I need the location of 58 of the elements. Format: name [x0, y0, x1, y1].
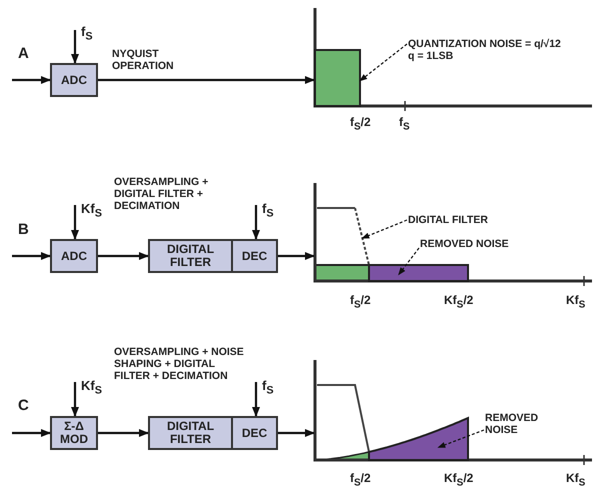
block-label: DEC [240, 250, 268, 262]
arrow [98, 429, 149, 437]
arrow [278, 252, 315, 260]
process-block [148, 416, 233, 450]
arrow [98, 76, 315, 84]
axis-tick-label: f$_{S}$ [399, 116, 410, 134]
panel-letter: A [18, 48, 29, 60]
arrow [252, 382, 260, 417]
axis-tick-label: Kf$_{S}$ [566, 472, 586, 490]
axis-tick-label: f$_{S}$/2 [350, 116, 371, 134]
callout-text: QUANTIZATION NOISE = q/√12 [408, 38, 562, 50]
edge-label: f$_{S}$ [262, 203, 275, 220]
leader-line [398, 248, 420, 276]
process-block [50, 416, 98, 450]
process-block [148, 239, 233, 273]
edge-label: NYQUIST OPERATION [112, 48, 175, 72]
panel-letter: C [18, 400, 29, 412]
leader-line [437, 429, 484, 448]
arrow [12, 76, 51, 84]
axis-tick-label: Kf$_{S}$/2 [444, 294, 474, 312]
axis-tick-label: f$_{S}$/2 [350, 294, 371, 312]
axis-tick-label: Kf$_{S}$ [566, 294, 586, 312]
block-label: DEC [240, 426, 268, 440]
annotation-text: OVERSAMPLING + DIGITAL FILTER + DECIMATION [114, 176, 210, 212]
noise-region [368, 417, 469, 461]
noise-region [368, 264, 469, 282]
callout-text: DIGITAL FILTER [408, 214, 489, 226]
arrow [252, 205, 260, 240]
process-block [50, 63, 98, 97]
arrow [12, 252, 51, 260]
arrow [71, 382, 79, 417]
panel-letter: B [18, 224, 29, 236]
callout-text: REMOVED NOISE [420, 238, 510, 250]
axis-tick-label: Kf$_{S}$/2 [444, 472, 474, 490]
leader-line [359, 44, 408, 82]
edge-label: Kf$_{S}$ [81, 380, 103, 397]
block-label: ADC [60, 250, 88, 262]
process-block [231, 239, 278, 273]
block-label: Σ-Δ MOD [59, 420, 89, 446]
arrow [71, 30, 79, 64]
block-label: ADC [60, 74, 88, 86]
block-label: DIGITAL FILTER [166, 243, 216, 269]
filter-response-line [317, 207, 370, 266]
process-block [50, 239, 98, 273]
edge-label: f$_{S}$ [262, 380, 275, 397]
edge-label: f$_{S}$ [81, 26, 94, 43]
axis-tick-label: f$_{S}$/2 [350, 472, 371, 490]
arrow [278, 429, 315, 437]
callout-text: REMOVED NOISE [485, 412, 540, 436]
process-block [231, 416, 278, 450]
noise-region [314, 49, 361, 107]
arrow [71, 205, 79, 240]
arrow [98, 252, 149, 260]
block-label: DIGITAL FILTER [166, 420, 216, 446]
arrow [12, 429, 51, 437]
leader-line [361, 219, 408, 239]
callout-text: q = 1LSB [408, 50, 454, 62]
annotation-text: OVERSAMPLING + NOISE SHAPING + DIGITAL FILTER + DECIMATION [114, 346, 245, 382]
